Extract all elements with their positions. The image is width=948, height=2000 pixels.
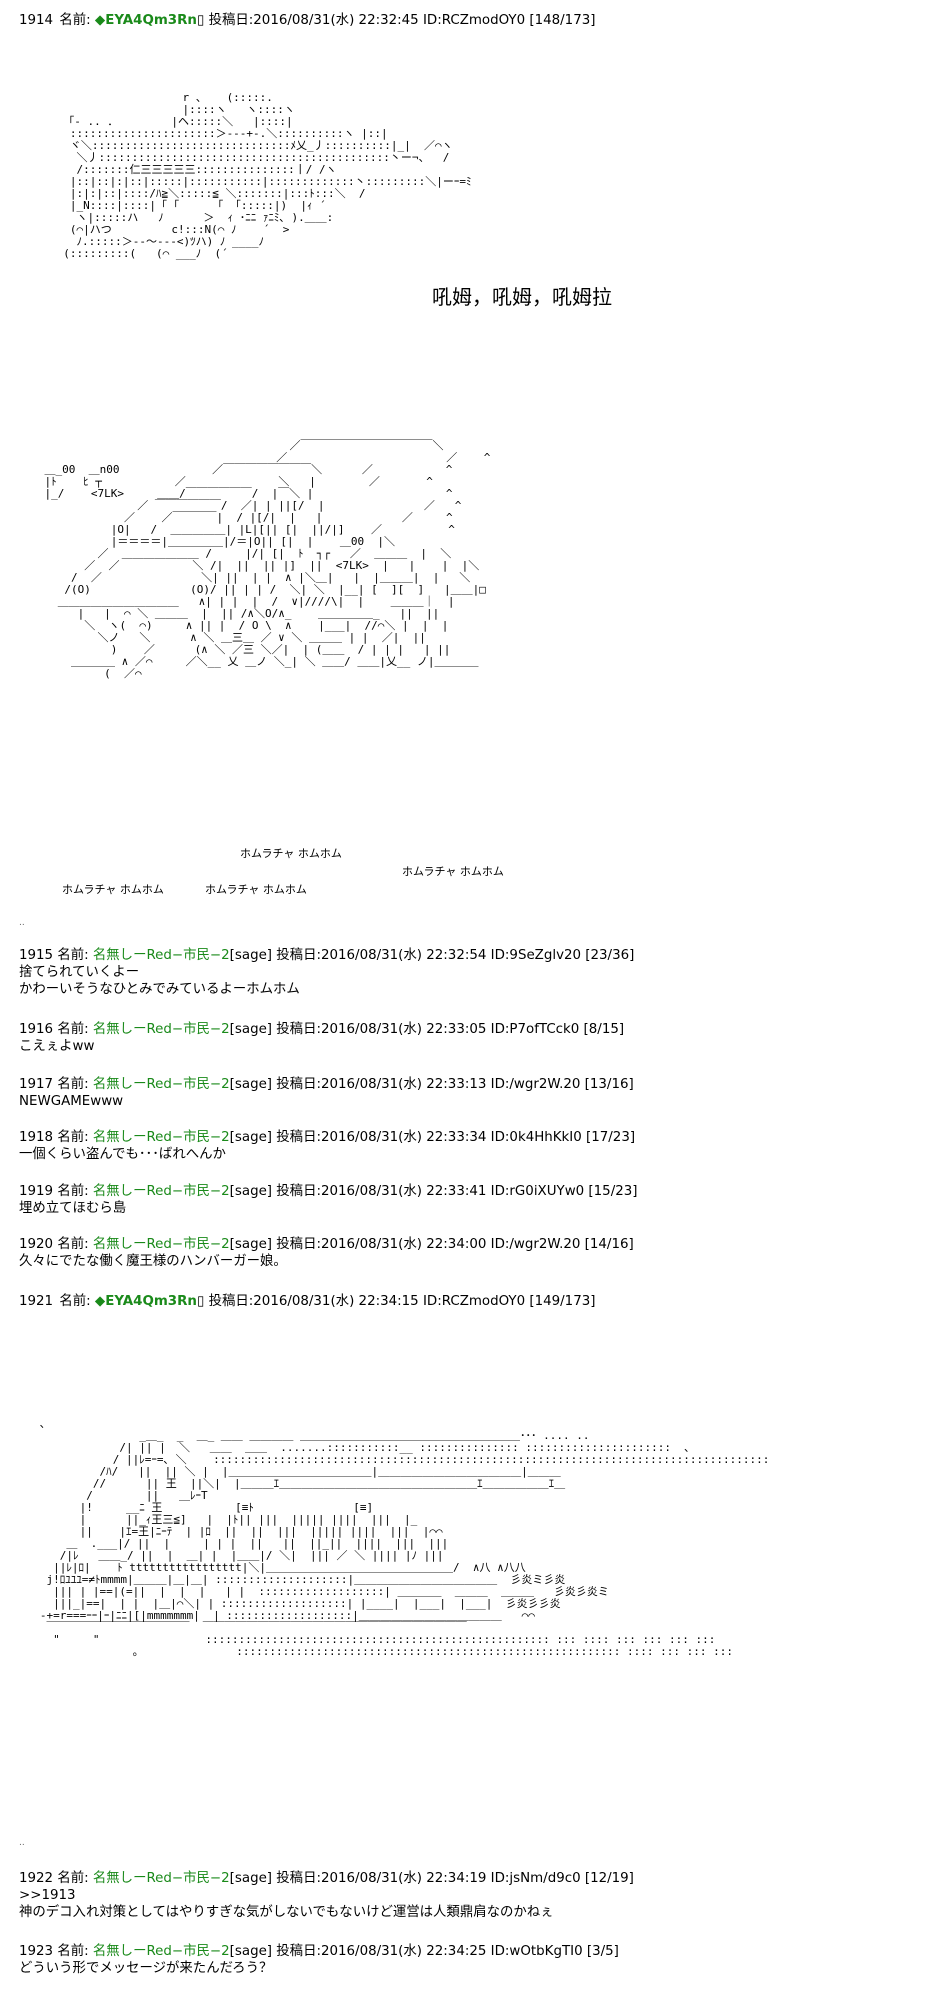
name-label: 名前: bbox=[57, 948, 89, 963]
post-meta: 投稿日:2016/08/31(水) 22:32:45 ID:RCZmodOY0 … bbox=[208, 13, 596, 28]
post-number[interactable]: 1917 bbox=[19, 1077, 54, 1092]
post-body-line: 神のデコ入れ対策としてはやりすぎな気がしないでもないけど運営は人類鼎肩なのかねぇ bbox=[19, 1905, 554, 1920]
post-body-line: 捨てられていくよー bbox=[19, 965, 140, 980]
anchor-link[interactable]: >>1913 bbox=[19, 1888, 76, 1903]
post-number[interactable]: 1915 bbox=[19, 948, 54, 963]
post-meta: 投稿日:2016/08/31(水) 22:34:19 ID:jsNm/d9c0 … bbox=[276, 1871, 634, 1886]
post-1916: 1916 名前: 名無しーRed−市民−2[sage] 投稿日:2016/08/… bbox=[19, 1021, 624, 1055]
post-body-line: かわーいそうなひとみでみているよーホムホム bbox=[19, 982, 300, 997]
post-1921-header: 1921 名前: ◆EYA4Qm3Rn▯ 投稿日:2016/08/31(水) 2… bbox=[19, 1293, 595, 1310]
post-1915: 1915 名前: 名無しーRed−市民−2[sage] 投稿日:2016/08/… bbox=[19, 947, 634, 998]
separator-dots: .. bbox=[19, 1838, 25, 1848]
post-meta: 投稿日:2016/08/31(水) 22:33:05 ID:P7ofTCck0 … bbox=[276, 1022, 625, 1037]
name-label: 名前: bbox=[57, 1944, 89, 1959]
poster-name: 名無しーRed−市民−2 bbox=[92, 1184, 230, 1199]
caption-2: ホムラチャ ホムホム bbox=[402, 865, 504, 878]
post-body-line: どういう形でメッセージが来たんだろう？ bbox=[19, 1961, 273, 1976]
sage-mark: [sage] bbox=[229, 1022, 273, 1037]
post-1923: 1923 名前: 名無しーRed−市民−2[sage] 投稿日:2016/08/… bbox=[19, 1943, 619, 1977]
post-meta: 投稿日:2016/08/31(水) 22:33:41 ID:rG0iXUYw0 … bbox=[276, 1184, 638, 1199]
post-1920: 1920 名前: 名無しーRed−市民−2[sage] 投稿日:2016/08/… bbox=[19, 1236, 634, 1270]
post-meta: 投稿日:2016/08/31(水) 22:34:25 ID:wOtbKgTI0 … bbox=[276, 1944, 619, 1959]
trip-mark: ▯ bbox=[196, 1294, 205, 1309]
post-body-line: 一個くらい盗んでも･･･ばれへんか bbox=[19, 1147, 226, 1162]
sage-mark: [sage] bbox=[229, 1077, 273, 1092]
post-body-line: こえぇよww bbox=[19, 1039, 95, 1054]
post-body-line: 久々にでたな働く魔王様のハンバーガー娘。 bbox=[19, 1254, 287, 1269]
sage-mark: [sage] bbox=[229, 1237, 273, 1252]
name-label: 名前: bbox=[57, 1871, 89, 1886]
name-label: 名前: bbox=[59, 13, 91, 28]
post-meta: 投稿日:2016/08/31(水) 22:33:34 ID:0k4HhKkI0 … bbox=[276, 1130, 636, 1145]
poster-name: ◆EYA4Qm3Rn bbox=[94, 13, 197, 28]
name-label: 名前: bbox=[57, 1022, 89, 1037]
ascii-art-storefront: ､ _＿_ _ ＿_ ＿＿ ＿＿＿＿ ＿＿＿＿＿＿＿＿＿＿＿＿＿＿＿＿＿＿＿＿･… bbox=[39, 1417, 770, 1658]
post-body-line: NEWGAMEwww bbox=[19, 1094, 124, 1109]
sage-mark: [sage] bbox=[229, 1871, 273, 1886]
ascii-art-creature: r 、 (:::::. |::::ヽ ヽ::::ヽ 「‐ .. ． |ヘ::::… bbox=[63, 91, 472, 260]
post-number[interactable]: 1920 bbox=[19, 1237, 54, 1252]
caption-4: ホムラチャ ホムホム bbox=[205, 883, 307, 896]
post-number[interactable]: 1922 bbox=[19, 1871, 54, 1886]
post-1917: 1917 名前: 名無しーRed−市民−2[sage] 投稿日:2016/08/… bbox=[19, 1076, 634, 1110]
sage-mark: [sage] bbox=[229, 948, 273, 963]
post-number[interactable]: 1923 bbox=[19, 1944, 54, 1959]
trip-mark: ▯ bbox=[196, 13, 205, 28]
post-1922: 1922 名前: 名無しーRed−市民−2[sage] 投稿日:2016/08/… bbox=[19, 1870, 634, 1921]
caption-1: ホムラチャ ホムホム bbox=[240, 847, 342, 860]
post-meta: 投稿日:2016/08/31(水) 22:34:15 ID:RCZmodOY0 … bbox=[208, 1294, 596, 1309]
sage-mark: [sage] bbox=[229, 1184, 273, 1199]
post-1918: 1918 名前: 名無しーRed−市民−2[sage] 投稿日:2016/08/… bbox=[19, 1129, 635, 1163]
separator-dots: .. bbox=[19, 918, 25, 928]
name-label: 名前: bbox=[57, 1130, 89, 1145]
poster-name: 名無しーRed−市民−2 bbox=[92, 1130, 230, 1145]
ascii-art-town: ／￣￣￣￣￣￣￣￣￣￣￣￣＼ ／ ／ ^ ＿_00 ＿n00 ／￣￣￣￣￣￣￣￣… bbox=[44, 439, 491, 680]
poster-name: 名無しーRed−市民−2 bbox=[92, 1077, 230, 1092]
name-label: 名前: bbox=[57, 1237, 89, 1252]
poster-name: 名無しーRed−市民−2 bbox=[92, 1022, 230, 1037]
post-1914-header: 1914 名前: ◆EYA4Qm3Rn▯ 投稿日:2016/08/31(水) 2… bbox=[19, 12, 595, 29]
post-meta: 投稿日:2016/08/31(水) 22:33:13 ID:/wgr2W.20 … bbox=[276, 1077, 634, 1092]
post-1919: 1919 名前: 名無しーRed−市民−2[sage] 投稿日:2016/08/… bbox=[19, 1183, 637, 1217]
name-label: 名前: bbox=[59, 1294, 91, 1309]
poster-name: 名無しーRed−市民−2 bbox=[92, 1871, 230, 1886]
post-number[interactable]: 1919 bbox=[19, 1184, 54, 1199]
post-meta: 投稿日:2016/08/31(水) 22:32:54 ID:9SeZglv20 … bbox=[276, 948, 635, 963]
post-number[interactable]: 1914 bbox=[19, 13, 54, 28]
post-number[interactable]: 1916 bbox=[19, 1022, 54, 1037]
name-label: 名前: bbox=[57, 1184, 89, 1199]
post-body-line: 埋め立てほむら島 bbox=[19, 1201, 127, 1216]
post-number[interactable]: 1921 bbox=[19, 1294, 54, 1309]
poster-name: 名無しーRed−市民−2 bbox=[92, 948, 230, 963]
poster-name: 名無しーRed−市民−2 bbox=[92, 1237, 230, 1252]
poster-name: ◆EYA4Qm3Rn bbox=[94, 1294, 197, 1309]
sage-mark: [sage] bbox=[229, 1130, 273, 1145]
poster-name: 名無しーRed−市民−2 bbox=[92, 1944, 230, 1959]
post-number[interactable]: 1918 bbox=[19, 1130, 54, 1145]
caption-3: ホムラチャ ホムホム bbox=[62, 883, 164, 896]
name-label: 名前: bbox=[57, 1077, 89, 1092]
post-meta: 投稿日:2016/08/31(水) 22:34:00 ID:/wgr2W.20 … bbox=[276, 1237, 634, 1252]
sage-mark: [sage] bbox=[229, 1944, 273, 1959]
speech-text: 吼姆，吼姆，吼姆拉 bbox=[432, 285, 612, 309]
